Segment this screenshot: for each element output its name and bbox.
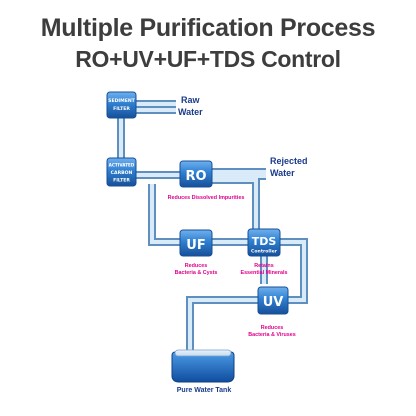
rejected-water-label-2: Water [270,168,295,178]
uf-label: UF [186,238,205,253]
tds-caption-2: Essential Minerals [240,270,287,276]
tds-label: TDS [252,235,277,248]
pure-water-tank [171,349,235,383]
ro-box: RO [179,160,213,188]
sediment-filter-box: SEDIMENT FILTER [106,91,137,119]
diagram-subtitle: RO+UV+UF+TDS Control [75,46,341,72]
carbon-filter-label-1: ACTIVATED [109,163,135,168]
uf-caption-1: Reduces [185,263,207,269]
carbon-filter-box: ACTIVATED CARBON FILTER [106,157,137,187]
tds-sublabel: Controller [251,249,278,255]
carbon-filter-label-3: FILTER [113,178,130,184]
diagram-title: Multiple Purification Process [40,14,376,42]
ro-label: RO [185,169,206,184]
pipe-fill [119,102,306,350]
sediment-filter-label-2: FILTER [113,106,130,112]
uv-label: UV [263,295,284,310]
raw-water-label-2: Water [178,107,203,117]
carbon-filter-label-2: CARBON [111,170,133,176]
raw-water-label-1: Raw [181,95,201,105]
sediment-filter-label-1: SEDIMENT [108,98,136,104]
uv-box: UV [257,286,289,315]
pure-water-tank-label: Pure Water Tank [177,387,232,394]
pipes [117,100,308,350]
tds-controller-box: TDS Controller [247,228,281,257]
rejected-water-label-1: Rejected [270,156,308,166]
uv-caption-1: Reduces [261,325,283,331]
ro-caption: Reduces Dissolved Impurities [168,195,245,201]
tds-caption-1: Retains [254,263,273,269]
uf-box: UF [179,229,213,257]
uf-caption-2: Bacteria & Cysts [175,270,218,276]
uv-caption-2: Bacteria & Viruses [248,332,296,338]
